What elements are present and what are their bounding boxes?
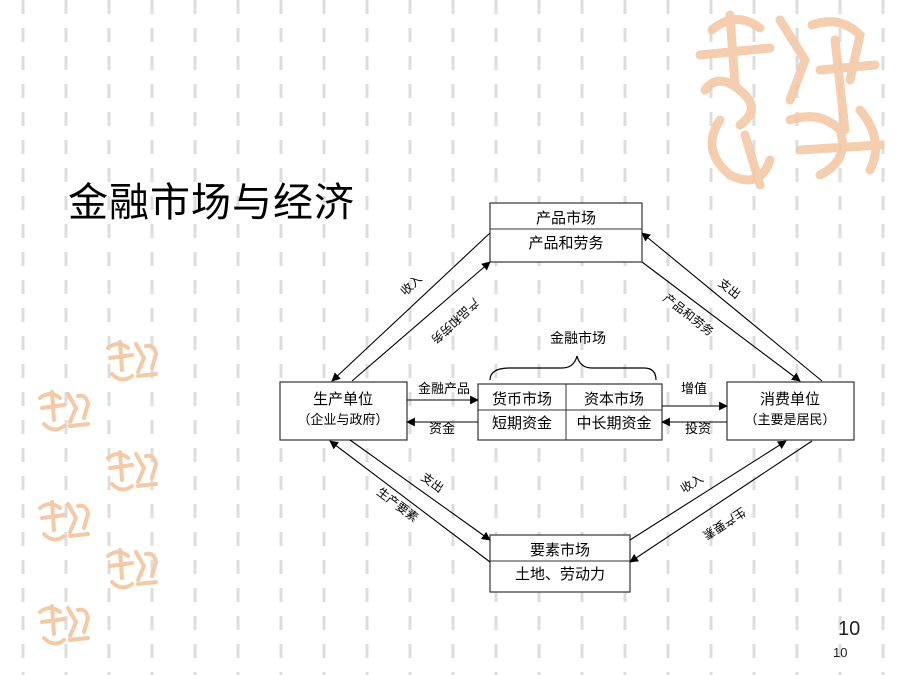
arrow-factors-left	[329, 440, 491, 563]
page-number-footer: 10	[833, 645, 848, 660]
financial-market-box	[477, 383, 663, 441]
financial-market-label: 金融市场	[550, 330, 606, 347]
financial-market-group: 金融市场 货币市场 短期资金 资本市场 中长期资金	[477, 330, 663, 441]
money-market-subtitle: 短期资金	[492, 414, 552, 432]
producers-title: 生产单位	[313, 390, 373, 408]
page-number: 10	[838, 618, 861, 640]
arrow-expenditure-top	[641, 232, 823, 382]
label-expenditure-top: 支出	[716, 276, 744, 302]
factor-market-title: 要素市场	[530, 541, 590, 559]
seal-watermark	[106, 450, 159, 492]
arrow-expenditure-bottom	[349, 439, 491, 541]
seal-watermark	[106, 548, 159, 590]
product-market-box: 产品市场 产品和劳务	[489, 202, 643, 263]
label-financial-products: 金融产品	[418, 381, 470, 397]
label-goods-left: 产品和劳务	[428, 295, 482, 347]
capital-market-subtitle: 中长期资金	[576, 414, 651, 432]
seal-watermark	[106, 340, 159, 382]
product-market-subtitle: 产品和劳务	[528, 234, 603, 252]
seal-watermark	[38, 500, 91, 542]
consumers-title: 消费单位	[760, 390, 820, 408]
seal-watermark	[38, 390, 91, 432]
label-appreciation: 增值	[681, 381, 707, 397]
watermark-seals-small	[38, 340, 159, 646]
consumers-subtitle: （主要是居民）	[744, 413, 835, 428]
consumers-box: 消费单位 （主要是居民）	[726, 381, 855, 441]
arrow-factors-right	[629, 440, 813, 563]
factor-market-box: 要素市场 土地、劳动力	[489, 534, 631, 593]
label-income-bottom: 收入	[678, 471, 706, 496]
watermark-seal-large	[695, 10, 885, 190]
slide-title: 金融市场与经济	[68, 180, 355, 226]
label-investment: 投资	[685, 421, 711, 437]
producers-box: 生产单位 （企业与政府）	[279, 381, 408, 441]
factor-market-subtitle: 土地、劳动力	[515, 565, 605, 583]
arrow-income-bottom	[629, 440, 787, 541]
arrow-income-top	[331, 232, 491, 382]
arrow-goods-right	[641, 261, 801, 382]
financial-market-brace	[489, 355, 657, 381]
producers-subtitle: （企业与政府）	[297, 412, 388, 428]
money-market-title: 货币市场	[492, 390, 552, 408]
product-market-title: 产品市场	[536, 209, 596, 227]
label-funds: 资金	[429, 421, 455, 437]
capital-market-title: 资本市场	[584, 390, 644, 408]
arrow-goods-left	[351, 261, 491, 382]
seal-watermark	[38, 604, 91, 646]
label-income-top: 收入	[398, 272, 425, 299]
